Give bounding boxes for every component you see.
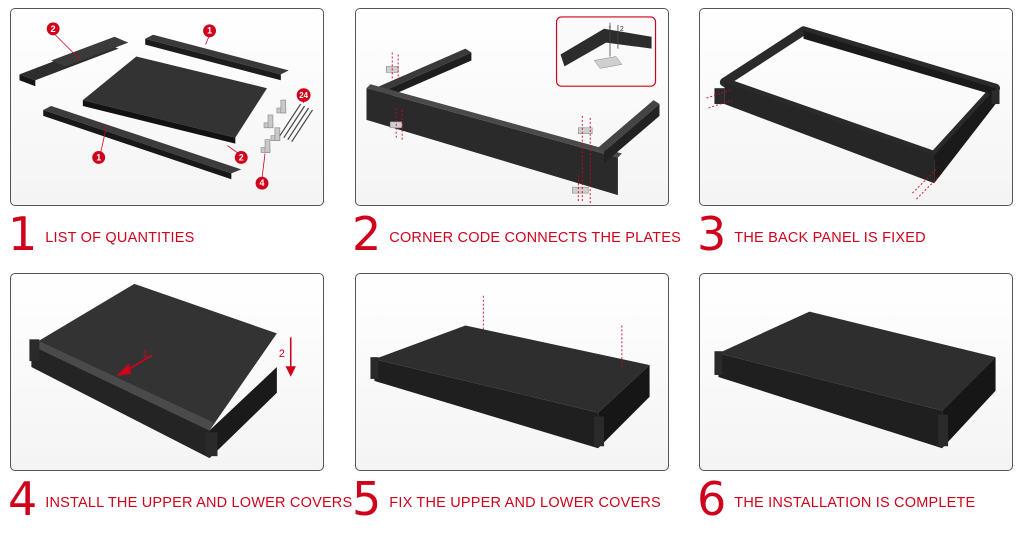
cover-plate-part <box>82 56 267 138</box>
step-4-illustration: 1 2 <box>10 273 324 471</box>
bottom-rail-part <box>43 106 242 174</box>
step-1-number: 1 <box>8 207 38 261</box>
arrow-label-drop: 2 <box>279 348 285 360</box>
front-panel <box>366 88 618 196</box>
badge-side-rail-bottom: 1 <box>96 152 101 162</box>
step-1-illustration: 2 1 1 2 4 24 <box>10 8 324 206</box>
step-6-illustration <box>699 273 1013 471</box>
step-3-illustration <box>699 8 1013 206</box>
step-3-title: THE BACK PANEL IS FIXED <box>734 230 926 246</box>
badge-corner-brackets: 4 <box>260 178 265 188</box>
front-panel <box>724 82 935 184</box>
enclosure-body <box>31 345 210 459</box>
step-2-caption: 2 CORNER CODE CONNECTS THE PLATES <box>352 207 681 261</box>
top-rail-part <box>145 34 289 75</box>
inset-label-2: 2 <box>620 26 624 33</box>
step-5-caption: 5 FIX THE UPPER AND LOWER COVERS <box>352 472 661 526</box>
detail-inset: 1 2 <box>555 16 657 87</box>
corner-brackets-part <box>260 99 287 153</box>
arrow-label-slide: 1 <box>142 349 148 360</box>
step-4-caption: 4 INSTALL THE UPPER AND LOWER COVERS <box>8 472 352 526</box>
step-4-number: 4 <box>8 472 38 526</box>
step-3-caption: 3 THE BACK PANEL IS FIXED <box>697 207 926 261</box>
left-rail <box>370 48 472 95</box>
step-5-title: FIX THE UPPER AND LOWER COVERS <box>389 495 661 511</box>
step-4-title: INSTALL THE UPPER AND LOWER COVERS <box>45 495 353 511</box>
step-5-illustration <box>355 273 669 471</box>
step-6-caption: 6 THE INSTALLATION IS COMPLETE <box>697 472 975 526</box>
step-2-illustration: 1 2 <box>355 8 669 206</box>
step-3-number: 3 <box>697 207 727 261</box>
enclosure-top <box>374 325 650 413</box>
badge-side-rail-top: 1 <box>207 26 212 36</box>
inset-label-1: 1 <box>608 26 612 33</box>
step-2-title: CORNER CODE CONNECTS THE PLATES <box>389 230 681 246</box>
badge-front-panel-top: 2 <box>51 24 56 34</box>
step-1-title: LIST OF QUANTITIES <box>45 230 195 246</box>
step-1-caption: 1 LIST OF QUANTITIES <box>8 207 194 261</box>
enclosure-top <box>718 311 996 411</box>
enclosure-front <box>718 353 943 449</box>
badge-front-panel-bottom: 2 <box>239 152 244 162</box>
step-6-title: THE INSTALLATION IS COMPLETE <box>734 495 976 511</box>
screws-part <box>279 103 314 142</box>
step-5-number: 5 <box>352 472 382 526</box>
sliding-cover <box>31 283 277 431</box>
step-2-number: 2 <box>352 207 382 261</box>
step-6-number: 6 <box>697 472 727 526</box>
enclosure-front <box>374 359 599 449</box>
badge-screws: 24 <box>299 91 308 100</box>
